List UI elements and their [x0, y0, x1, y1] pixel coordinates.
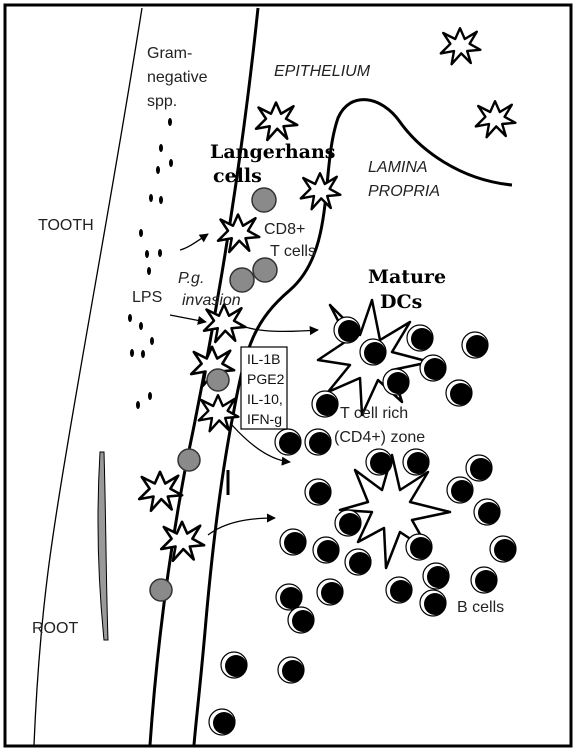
mature-dcs-label-1: Mature — [368, 266, 446, 288]
gram-negative-label-2: negative — [147, 69, 208, 86]
cytokine-ifng: IFN-g — [247, 411, 282, 427]
tooth-label: TOOTH — [38, 217, 94, 234]
pg-invasion-label-2: invasion — [182, 292, 241, 309]
cd8-label-1: CD8+ — [264, 221, 305, 238]
mature-dcs-label-2: DCs — [380, 291, 422, 313]
lamina-propria-label-2: PROPRIA — [368, 183, 440, 200]
gram-negative-label-1: Gram- — [147, 45, 192, 62]
gram-negative-label-3: spp. — [147, 93, 177, 110]
b-cells-label: B cells — [457, 599, 504, 616]
t-cell-zone-label-2: (CD4+) zone — [334, 429, 425, 446]
lamina-propria-label-1: LAMINA — [368, 159, 428, 176]
t-cell-zone-label-1: T cell rich — [340, 405, 408, 422]
cytokine-pge2: PGE2 — [247, 371, 285, 387]
lps-label: LPS — [132, 289, 162, 306]
cytokine-il1b: IL-1B — [247, 351, 280, 367]
cytokine-il10: IL-10, — [247, 391, 283, 407]
langerhans-label-2: cells — [213, 165, 262, 187]
cd8-label-2: T cells — [270, 243, 316, 260]
langerhans-label-1: Langerhans — [210, 141, 336, 163]
epithelium-label: EPITHELIUM — [274, 63, 371, 80]
pg-invasion-label-1: P.g. — [178, 270, 204, 287]
root-label: ROOT — [32, 620, 78, 637]
